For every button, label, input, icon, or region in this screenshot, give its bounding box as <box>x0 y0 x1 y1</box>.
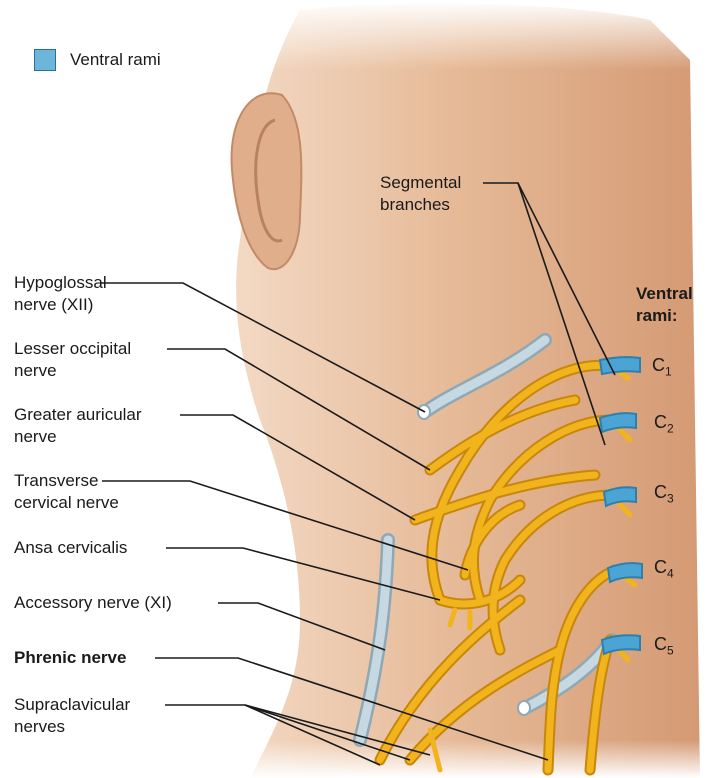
label-line2: cervical nerve <box>14 492 119 514</box>
label-greater-auricular-nerve: Greater auricular nerve <box>14 404 142 448</box>
tag-letter: C <box>654 634 667 654</box>
tag-letter: C <box>654 557 667 577</box>
tag-c1: C1 <box>652 355 672 379</box>
tag-c2: C2 <box>654 412 674 436</box>
label-line2: nerve <box>14 426 142 448</box>
label-line1: Lesser occipital <box>14 338 131 360</box>
tag-number: 5 <box>667 644 674 658</box>
label-segmental-line1: Segmental <box>380 172 461 194</box>
tag-number: 1 <box>665 365 672 379</box>
label-line1: Hypoglossal <box>14 272 107 294</box>
label-line2: nerve <box>14 360 131 382</box>
label-line1: Supraclavicular <box>14 694 130 716</box>
label-line2: nerve (XII) <box>14 294 107 316</box>
label-line1: Greater auricular <box>14 404 142 426</box>
tag-number: 2 <box>667 422 674 436</box>
tag-letter: C <box>652 355 665 375</box>
heading-ventral-line2: rami: <box>636 305 693 327</box>
tag-c4: C4 <box>654 557 674 581</box>
label-supraclavicular-nerves: Supraclavicular nerves <box>14 694 130 738</box>
tag-number: 4 <box>667 567 674 581</box>
heading-ventral-rami: Ventral rami: <box>636 283 693 327</box>
tag-letter: C <box>654 412 667 432</box>
label-transverse-cervical-nerve: Transverse cervical nerve <box>14 470 119 514</box>
label-line1: Phrenic nerve <box>14 647 126 669</box>
label-phrenic-nerve: Phrenic nerve <box>14 647 126 669</box>
heading-ventral-line1: Ventral <box>636 283 693 305</box>
label-hypoglossal-nerve: Hypoglossal nerve (XII) <box>14 272 107 316</box>
label-accessory-nerve: Accessory nerve (XI) <box>14 592 172 614</box>
tag-c5: C5 <box>654 634 674 658</box>
legend-label: Ventral rami <box>70 49 161 71</box>
label-segmental-branches: Segmental branches <box>380 172 461 216</box>
label-line1: Ansa cervicalis <box>14 537 127 559</box>
legend-swatch-ventral-rami <box>34 49 56 71</box>
label-line1: Transverse <box>14 470 119 492</box>
label-ansa-cervicalis: Ansa cervicalis <box>14 537 127 559</box>
tag-letter: C <box>654 482 667 502</box>
tag-c3: C3 <box>654 482 674 506</box>
label-lesser-occipital-nerve: Lesser occipital nerve <box>14 338 131 382</box>
tag-number: 3 <box>667 492 674 506</box>
label-line1: Accessory nerve (XI) <box>14 592 172 614</box>
label-line2: nerves <box>14 716 130 738</box>
label-segmental-line2: branches <box>380 194 461 216</box>
